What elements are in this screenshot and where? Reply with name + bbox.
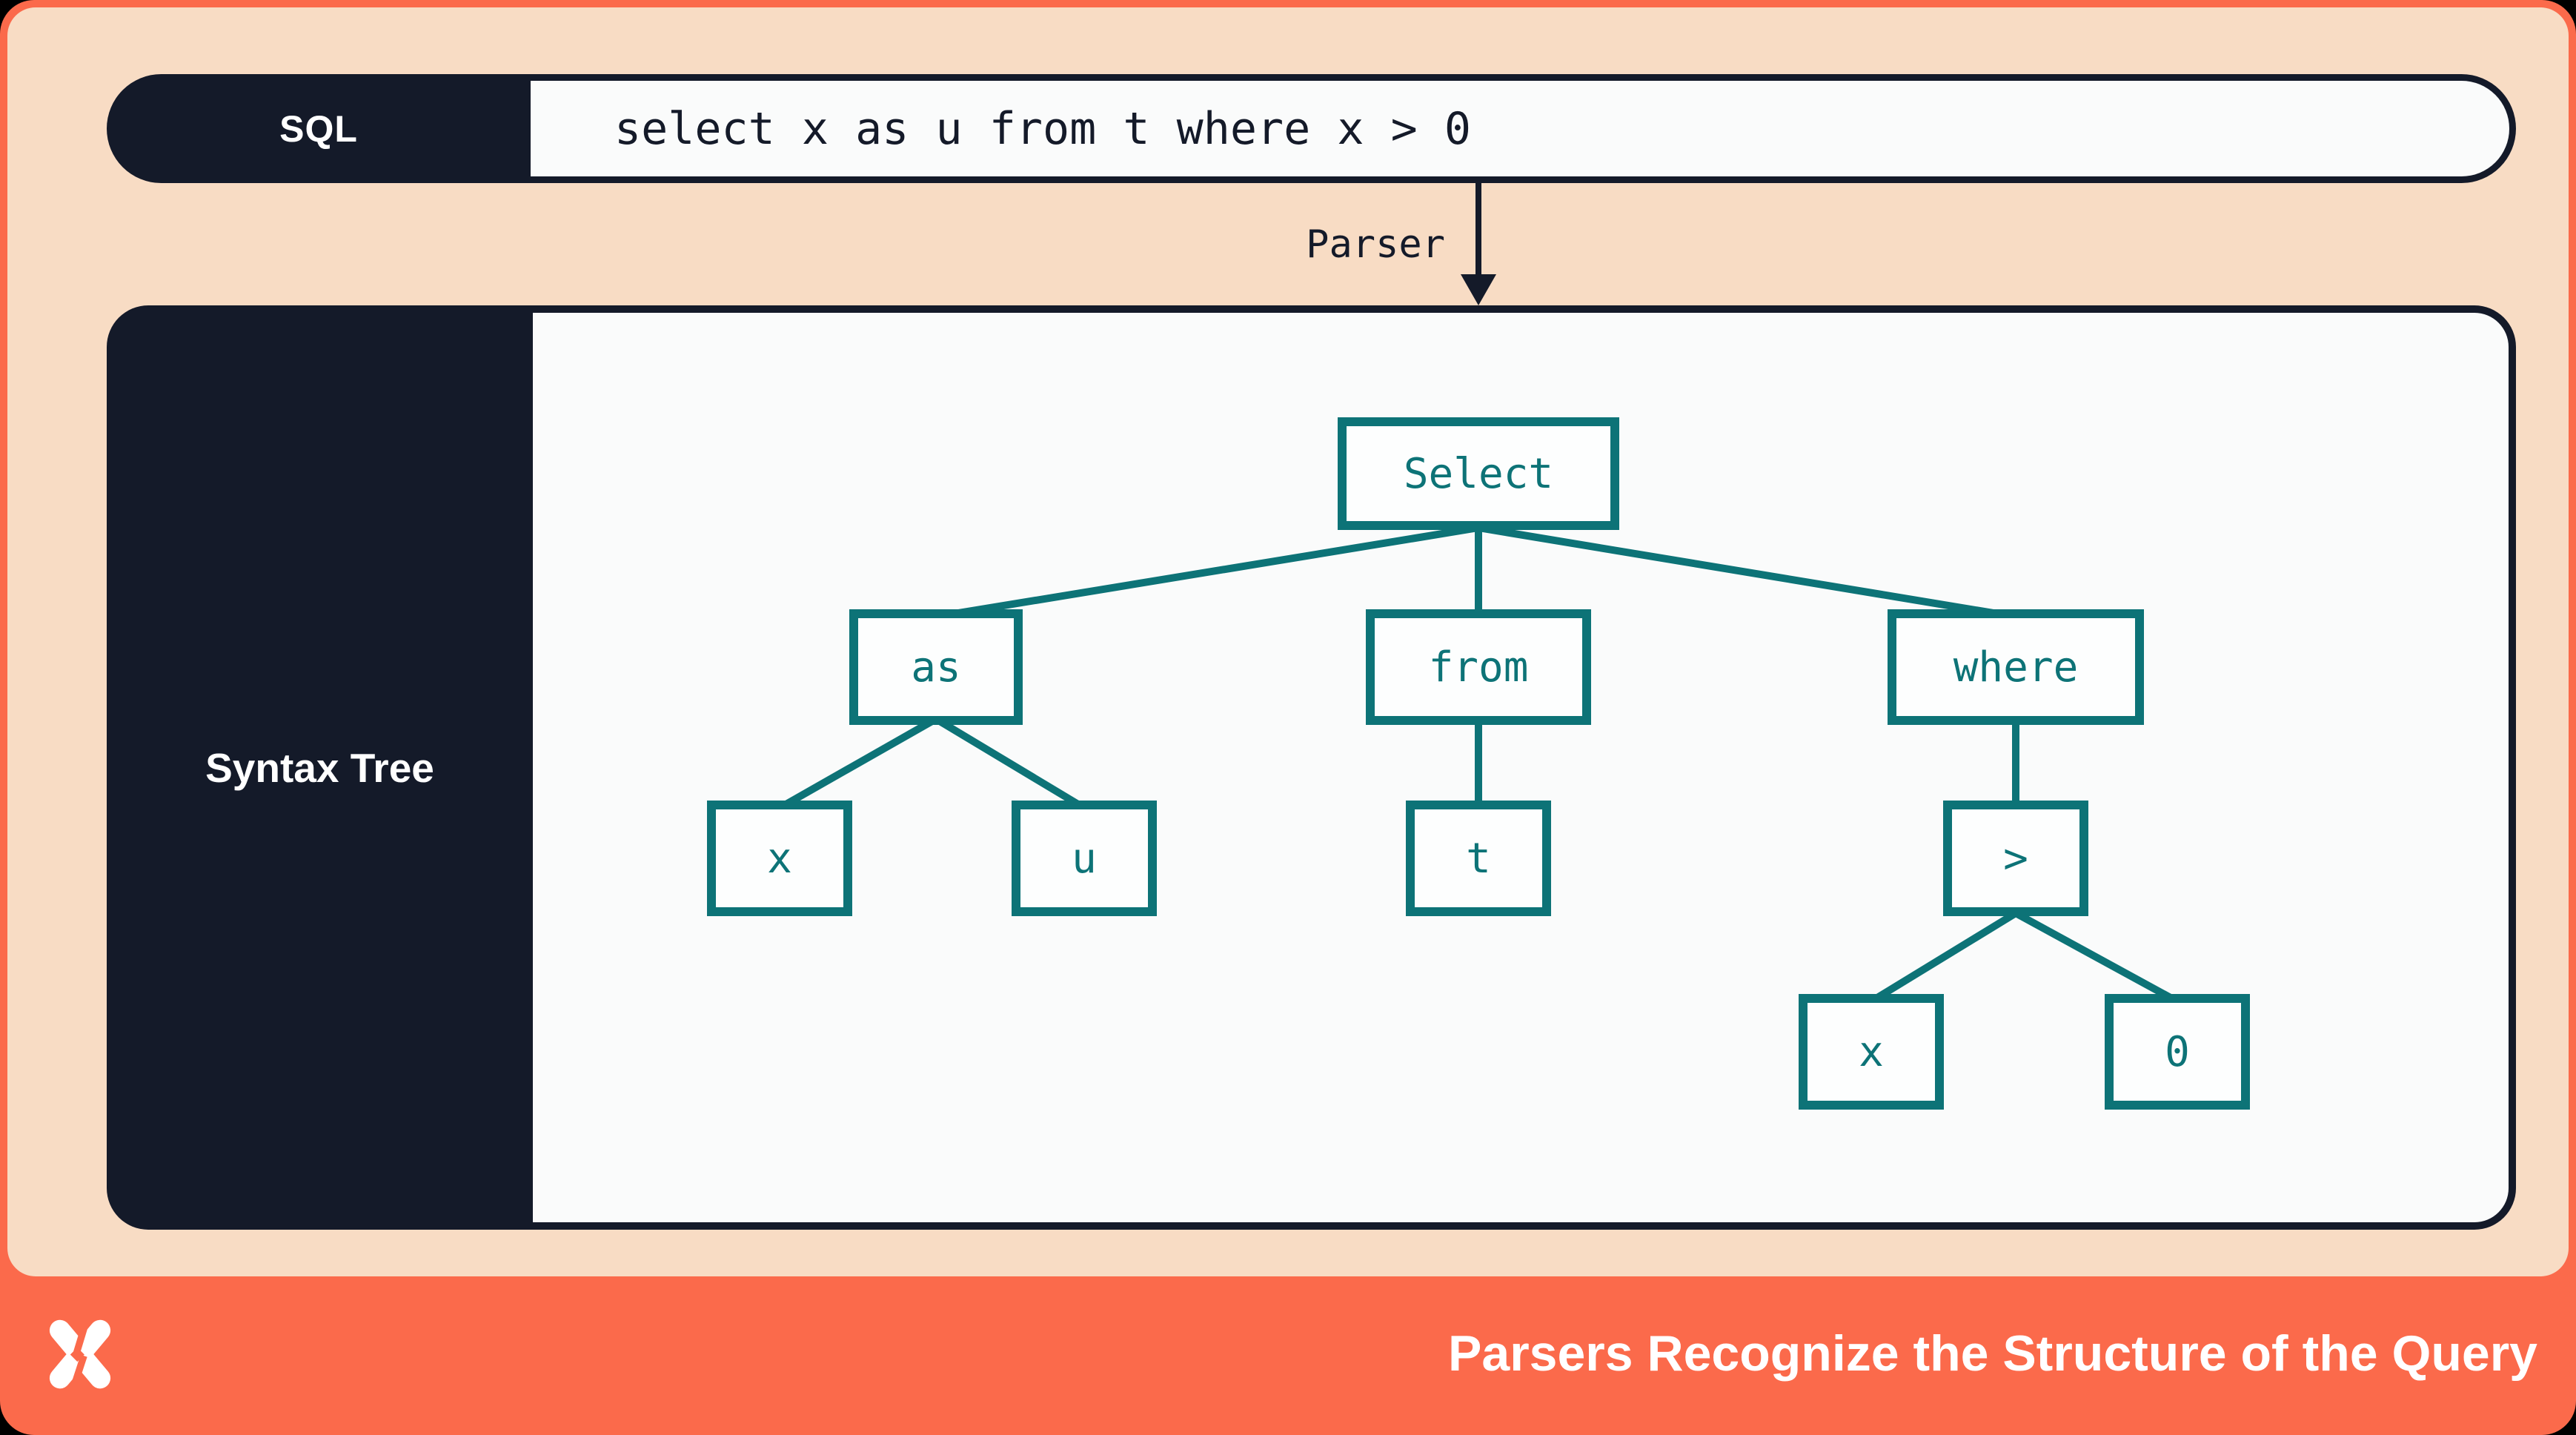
tree-node-x-operand: x [1799,994,1944,1110]
tree-node-from: from [1366,609,1591,725]
tree-node-label: > [2003,834,2028,883]
tree-node-label: t [1466,834,1491,883]
tree-node-label: x [1859,1027,1884,1076]
sql-bar-label: SQL [279,107,358,150]
tree-edges [777,524,2180,1005]
tree-node-label: x [767,834,792,883]
parser-arrow-line [1475,183,1481,277]
dolt-logo-icon [49,1315,111,1392]
parser-arrow-head-icon [1461,274,1496,305]
tree-node-label: u [1072,834,1097,883]
sql-query-field: select x as u from t where x > 0 [531,81,2509,176]
tree-node-t: t [1406,801,1551,916]
tree-node-where: where [1888,609,2144,725]
syntax-tree-panel: Syntax Tree Select a [107,305,2516,1230]
tree-node-label: where [1953,643,2079,692]
tree-node-as: as [849,609,1023,725]
tree-node-u: u [1012,801,1157,916]
footer-bar: Parsers Recognize the Structure of the Q… [0,1276,2576,1435]
tree-node-zero: 0 [2105,994,2250,1110]
tree-node-select: Select [1338,417,1619,530]
tree-node-greater-than: > [1943,801,2088,916]
syntax-tree-label: Syntax Tree [205,744,434,791]
slide-content-area: SQL select x as u from t where x > 0 Par… [7,7,2569,1276]
sql-bar: SQL select x as u from t where x > 0 [107,74,2516,183]
tree-node-label: as [911,643,961,692]
tree-node-label: 0 [2165,1027,2190,1076]
tree-node-label: Select [1403,449,1554,498]
tree-node-label: from [1428,643,1529,692]
tree-node-x: x [707,801,852,916]
parser-label: Parser [1306,222,1445,267]
sql-query-text: select x as u from t where x > 0 [614,102,1471,155]
footer-title: Parsers Recognize the Structure of the Q… [1448,1325,2537,1382]
syntax-tree-canvas: Select as from where x u t > x 0 [533,313,2509,1222]
